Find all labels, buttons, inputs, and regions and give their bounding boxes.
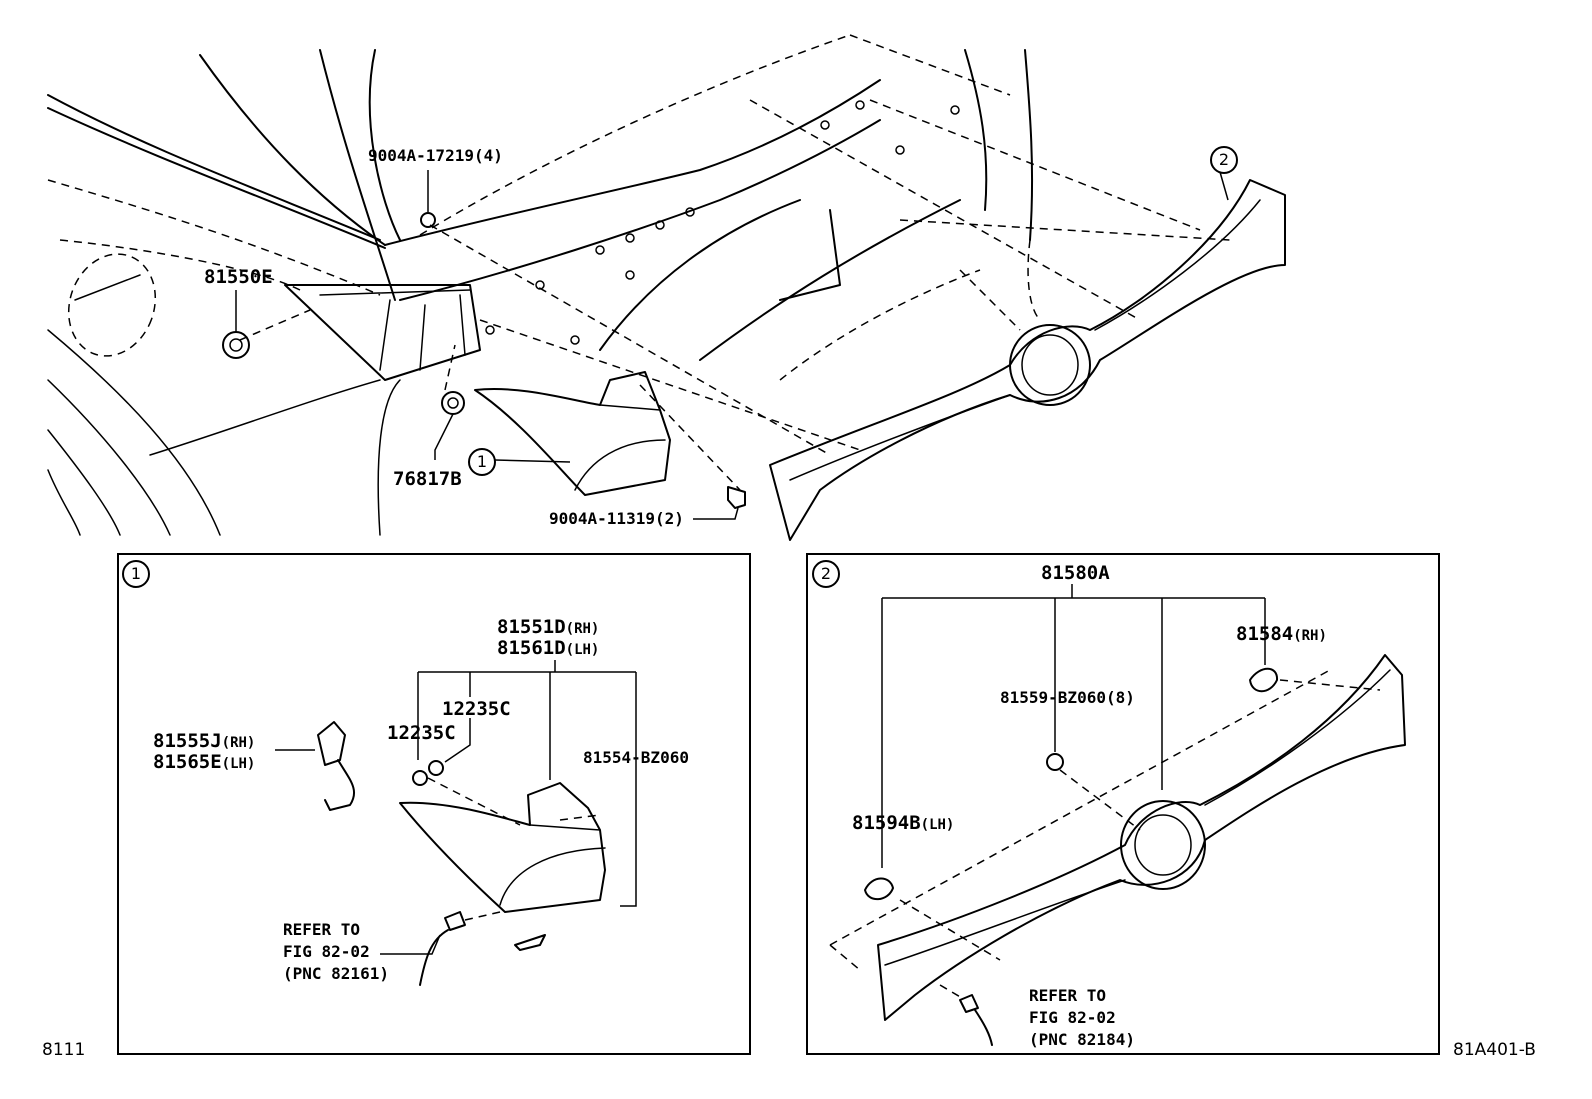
assembly-lines-top xyxy=(239,99,1231,491)
refer-note-1-line1: REFER TO xyxy=(283,920,361,939)
inset-1-frame xyxy=(117,553,751,1055)
garnish-top xyxy=(769,179,1286,541)
figure-code-right: 81A401-B xyxy=(1453,1040,1536,1060)
leader-lines-top xyxy=(235,170,1229,520)
figure-code-left: 8111 xyxy=(42,1040,86,1060)
callout-2-top: 2 xyxy=(1210,146,1238,174)
label-81555j: 81555J(RH) xyxy=(153,730,256,752)
inset-1-artwork xyxy=(275,660,637,986)
label-81551d: 81551D(RH) xyxy=(497,616,600,638)
label-9004a-11319: 9004A-11319(2) xyxy=(549,509,684,528)
inset-1-marker: 1 xyxy=(122,560,150,588)
label-76817b: 76817B xyxy=(393,468,462,490)
inset-2-frame xyxy=(806,553,1440,1055)
label-81580a: 81580A xyxy=(1041,562,1110,584)
label-81550e: 81550E xyxy=(204,266,273,288)
refer-note-2-line3: (PNC 82184) xyxy=(1029,1030,1135,1049)
label-81559-bz060: 81559-BZ060(8) xyxy=(1000,688,1135,707)
refer-note-1-line3: (PNC 82161) xyxy=(283,964,389,983)
label-81584: 81584(RH) xyxy=(1236,623,1327,645)
label-81561d: 81561D(LH) xyxy=(497,637,600,659)
inset-2-marker: 2 xyxy=(812,560,840,588)
label-81554-bz060: 81554-BZ060 xyxy=(583,748,689,767)
label-12235c-upper: 12235C xyxy=(442,698,511,720)
callout-1-top: 1 xyxy=(468,448,496,476)
refer-note-2-line1: REFER TO xyxy=(1029,986,1107,1005)
vehicle-body-outline xyxy=(47,34,1041,536)
label-9004a-17219: 9004A-17219(4) xyxy=(368,146,503,165)
inset-2-artwork xyxy=(829,584,1406,1046)
refer-note-1-line2: FIG 82-02 xyxy=(283,942,370,961)
refer-note-2-line2: FIG 82-02 xyxy=(1029,1008,1116,1027)
label-81565e: 81565E(LH) xyxy=(153,751,256,773)
label-81594b: 81594B(LH) xyxy=(852,812,955,834)
rear-lamp-top xyxy=(474,371,671,496)
label-12235c-lower: 12235C xyxy=(387,722,456,744)
